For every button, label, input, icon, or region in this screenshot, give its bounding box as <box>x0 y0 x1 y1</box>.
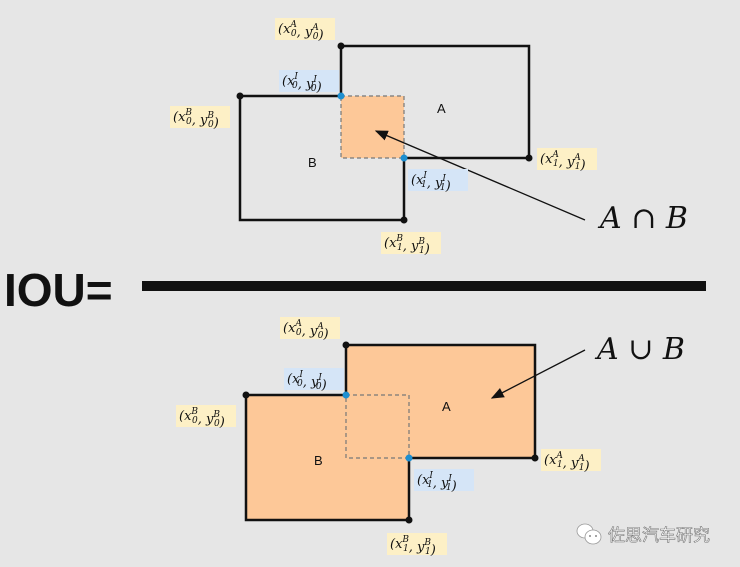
label-background <box>280 317 340 339</box>
label-background <box>275 18 335 40</box>
box-b-label: B <box>314 453 323 468</box>
intersection-dot <box>400 154 408 162</box>
label-background <box>541 449 601 471</box>
watermark: 佐思汽车研究 <box>576 523 710 546</box>
box-a <box>344 343 537 460</box>
box-a-label: A <box>437 101 446 116</box>
union-annotation: A ∪ B <box>594 332 685 367</box>
corner-dot <box>342 341 350 349</box>
intersection-outline <box>345 394 410 459</box>
label-background <box>170 106 230 128</box>
box-a-label: A <box>442 399 451 414</box>
arrow <box>374 130 586 221</box>
corner-dot <box>337 42 345 50</box>
label-background <box>284 368 344 390</box>
box-b <box>238 94 406 222</box>
fraction-bar <box>142 281 706 291</box>
label-background <box>408 169 468 191</box>
box-a <box>339 44 531 160</box>
intersection-annotation: A ∩ B <box>597 201 688 236</box>
corner-dot <box>400 216 408 224</box>
label-background <box>381 232 441 254</box>
corner-dot <box>405 516 413 524</box>
label-background <box>176 405 236 427</box>
box-b-label: B <box>308 155 317 170</box>
corner-dot <box>242 391 250 399</box>
label-background <box>387 533 447 555</box>
wechat-icon <box>576 523 602 545</box>
label-background <box>414 469 474 491</box>
corner-dot <box>236 92 244 100</box>
iou-label: IOU= <box>4 264 113 316</box>
intersection-area <box>340 95 405 159</box>
intersection-dot <box>337 92 345 100</box>
watermark-text: 佐思汽车研究 <box>608 526 710 546</box>
intersection-dot <box>342 391 350 399</box>
arrow <box>490 349 586 399</box>
intersection-dot <box>405 454 413 462</box>
box-b <box>244 393 411 522</box>
box-b-fill <box>246 395 409 520</box>
label-background <box>537 148 597 170</box>
corner-dot <box>525 154 533 162</box>
corner-dot <box>531 454 539 462</box>
label-background <box>279 70 339 92</box>
